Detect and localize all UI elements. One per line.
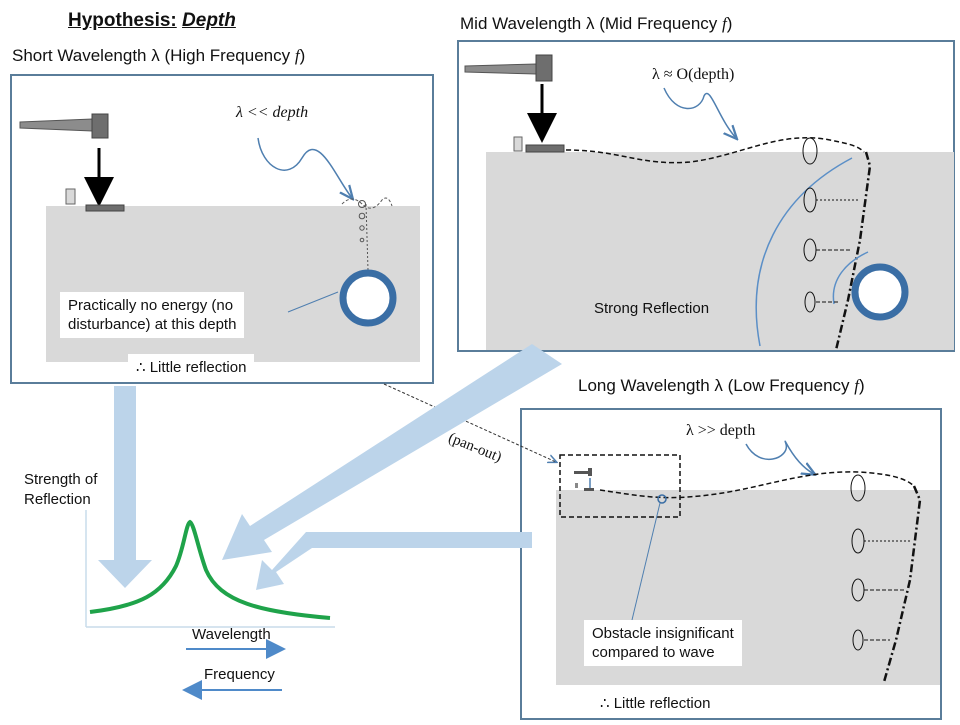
long-to-graph-arrow bbox=[256, 532, 532, 590]
long-note-pointer bbox=[631, 502, 661, 621]
mid-to-graph-arrow bbox=[222, 344, 562, 560]
short-title-post: ) bbox=[299, 46, 306, 65]
short-note-line1: Practically no energy (no bbox=[68, 297, 234, 314]
graph-x-label-frequency: Frequency bbox=[204, 666, 275, 683]
short-title-f: f bbox=[294, 46, 300, 65]
long-title-post: ) bbox=[858, 376, 865, 395]
mid-ground bbox=[486, 152, 954, 350]
long-small-obstacle bbox=[657, 494, 667, 504]
long-note-line1: Obstacle insignificant bbox=[592, 625, 734, 642]
long-wave-depth bbox=[882, 485, 922, 683]
graph-y-label: Strength of Reflection bbox=[24, 470, 97, 510]
hypothesis-title: Hypothesis: Depth bbox=[68, 10, 236, 32]
mid-result: Strong Reflection bbox=[594, 300, 710, 317]
long-result: ∴ Little reflection bbox=[600, 695, 711, 712]
short-small-wave bbox=[341, 197, 393, 271]
mid-plate bbox=[525, 144, 565, 153]
long-particle-orbits bbox=[850, 474, 910, 651]
hypothesis-prefix: Hypothesis: bbox=[68, 10, 177, 31]
long-panel-title: Long Wavelength λ (Low Frequency f) bbox=[578, 376, 865, 396]
long-lambda-pointer bbox=[745, 440, 814, 474]
pan-out-arrow bbox=[383, 383, 556, 462]
long-note-line2: compared to wave bbox=[592, 644, 715, 661]
long-title-f: f bbox=[854, 376, 859, 395]
short-energy-note: Practically no energy (no disturbance) a… bbox=[60, 292, 245, 338]
short-panel-title: Short Wavelength λ (High Frequency f) bbox=[12, 46, 305, 66]
short-pipe bbox=[339, 269, 397, 327]
mid-title-post: ) bbox=[726, 14, 733, 33]
long-pan-out-box bbox=[559, 454, 681, 518]
graph-y-label-line2: Reflection bbox=[24, 491, 91, 508]
mid-particle-orbits bbox=[802, 137, 860, 313]
short-to-graph-arrow bbox=[98, 386, 152, 588]
mid-wave-surface bbox=[565, 136, 865, 164]
mid-title-f: f bbox=[722, 14, 727, 33]
short-note-line2: disturbance) at this depth bbox=[68, 316, 237, 333]
mid-lambda-pointer bbox=[663, 87, 736, 138]
short-sensor bbox=[65, 188, 76, 205]
graph-x-label: Wavelength bbox=[192, 626, 271, 643]
short-plate bbox=[85, 204, 125, 212]
short-title-pre: Short Wavelength λ (High Frequency bbox=[12, 46, 295, 65]
short-lambda-pointer bbox=[257, 137, 352, 198]
short-hammer-icon bbox=[19, 113, 109, 139]
short-result: ∴ Little reflection bbox=[128, 354, 255, 381]
mid-pipe bbox=[851, 263, 909, 321]
hypothesis-emph: Depth bbox=[182, 10, 236, 31]
mid-wavefront-large bbox=[755, 157, 853, 347]
short-lambda-label: λ << depth bbox=[236, 104, 309, 121]
mid-wave-depth bbox=[834, 151, 872, 351]
long-title-pre: Long Wavelength λ (Low Frequency bbox=[578, 376, 855, 395]
short-note-pointer bbox=[287, 291, 339, 313]
long-mini-source bbox=[574, 468, 594, 491]
mid-title-pre: Mid Wavelength λ (Mid Frequency bbox=[460, 14, 723, 33]
mid-panel-title: Mid Wavelength λ (Mid Frequency f) bbox=[460, 14, 732, 34]
reflection-curve bbox=[89, 519, 331, 620]
mid-hammer-icon bbox=[464, 54, 553, 82]
long-obstacle-note: Obstacle insignificant compared to wave bbox=[584, 620, 742, 666]
long-lambda-label: λ >> depth bbox=[686, 422, 756, 439]
mid-wavefront-small bbox=[832, 251, 869, 305]
long-wave-surface bbox=[599, 471, 915, 499]
mid-sensor bbox=[513, 136, 523, 152]
graph-y-label-line1: Strength of bbox=[24, 471, 98, 488]
mid-lambda-label: λ ≈ O(depth) bbox=[652, 66, 735, 83]
